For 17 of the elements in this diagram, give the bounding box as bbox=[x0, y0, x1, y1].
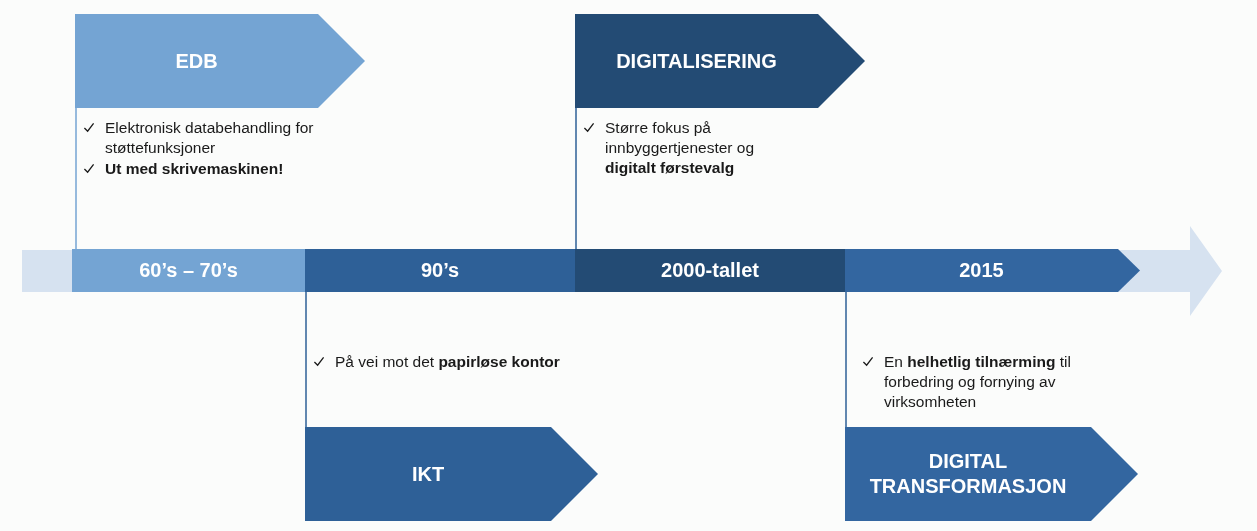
connector-line bbox=[845, 291, 847, 428]
timeline-segment: 2000-tallet bbox=[575, 249, 845, 292]
arrow-banner: DIGITALISERING bbox=[575, 14, 865, 108]
timeline-segment: 2015 bbox=[845, 249, 1140, 292]
bullet-text: På vei mot det papirløse kontor bbox=[335, 352, 560, 372]
arrow-banner: EDB bbox=[75, 14, 365, 108]
arrow-banner: DIGITAL TRANSFORMASJON bbox=[845, 427, 1138, 521]
bullet-text: Større fokus på innbyggertjenester og digitalt førstevalg bbox=[605, 118, 756, 178]
bullet-text: En helhetlig tilnærming til forbedring og fornying av virksomheten bbox=[884, 352, 1072, 412]
timeline-segment: 60’s – 70’s bbox=[72, 249, 305, 292]
bullet-text: Elektronisk databehandling for støttefunksjoner bbox=[105, 118, 315, 158]
timeline-segment: 90’s bbox=[305, 249, 575, 292]
connector-line bbox=[305, 291, 307, 428]
connector-line bbox=[575, 107, 577, 250]
arrow-banner: IKT bbox=[305, 427, 598, 521]
bullet-text: Ut med skrivemaskinen! bbox=[105, 159, 284, 179]
connector-line bbox=[75, 107, 77, 250]
